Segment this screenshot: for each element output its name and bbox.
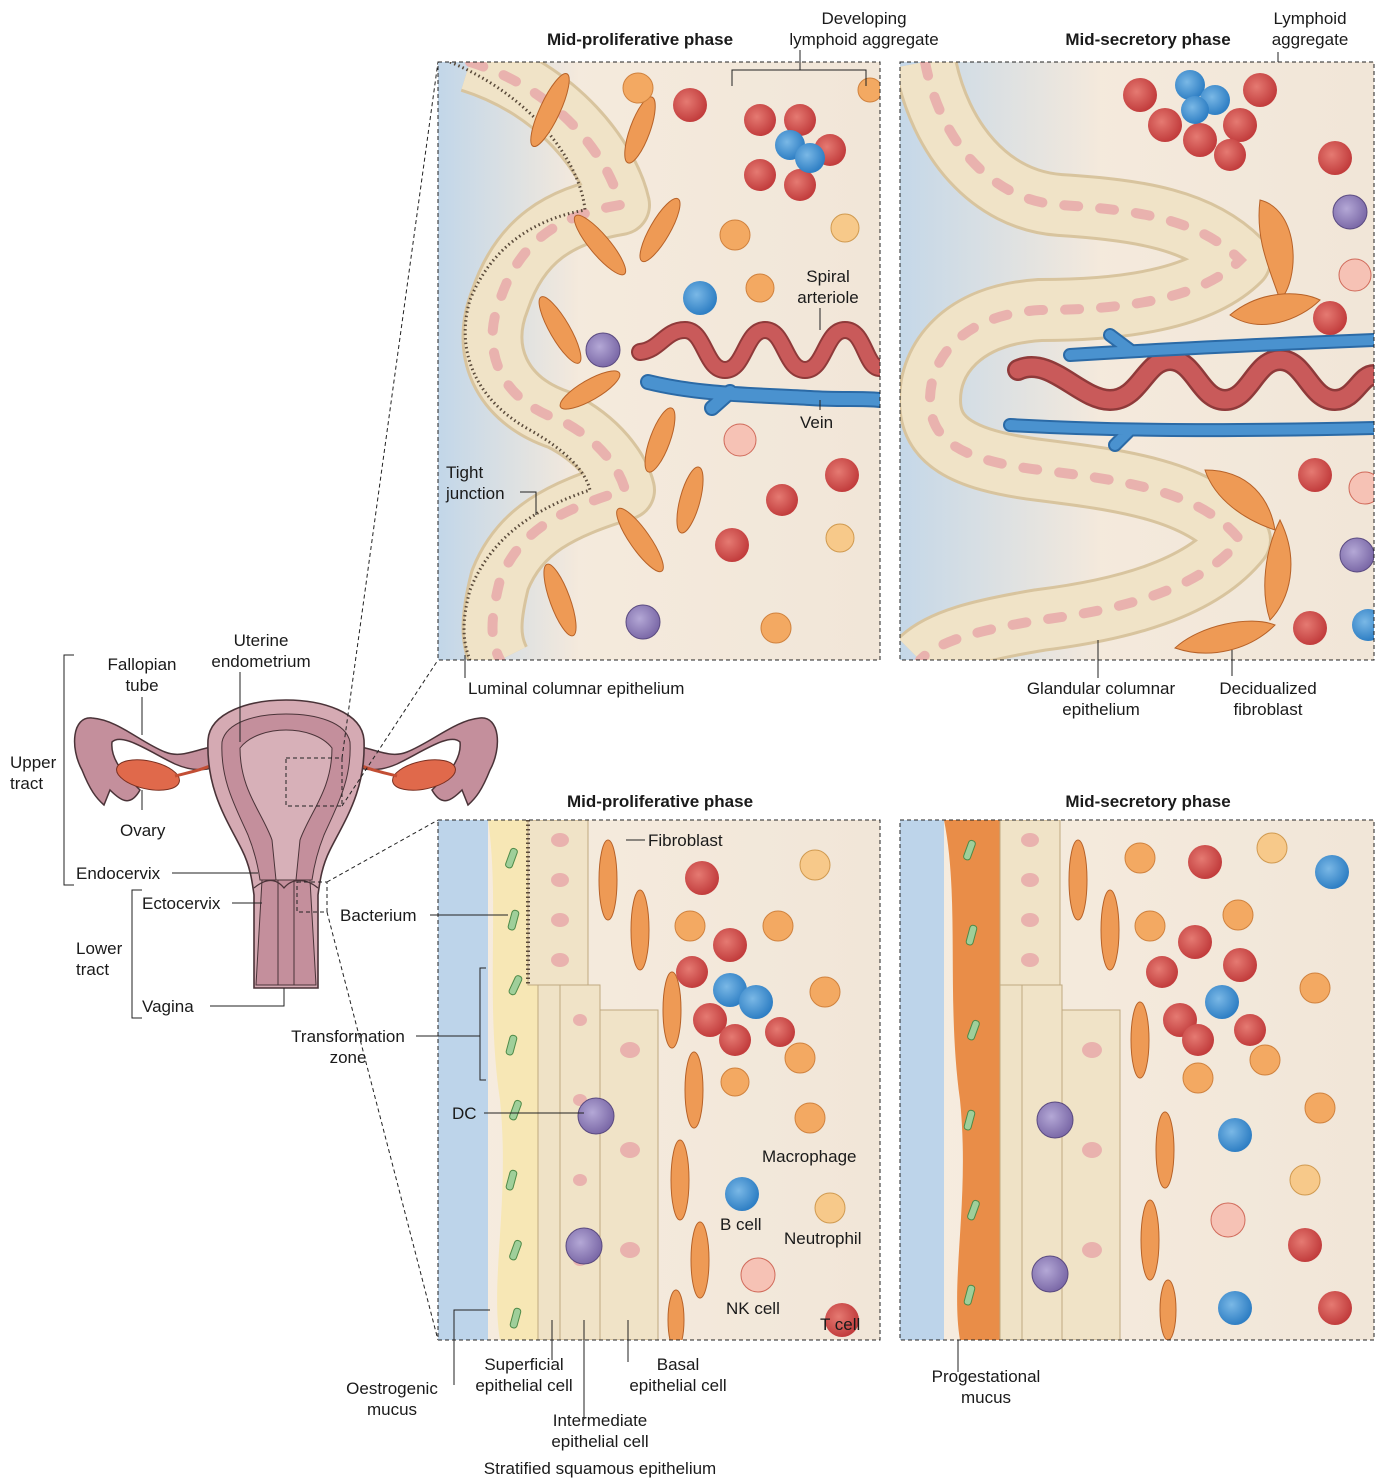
nk-cell-a <box>724 424 756 456</box>
upper-tract-bracket <box>64 655 74 885</box>
label-uterine-endometrium: Uterine endometrium <box>196 630 326 672</box>
nk-cell-d <box>1211 1203 1245 1237</box>
label-oestrogenic-mucus: Oestrogenic mucus <box>336 1378 448 1420</box>
label-luminal-columnar-epithelium: Luminal columnar epithelium <box>468 678 684 699</box>
label-nk-cell: NK cell <box>726 1298 780 1319</box>
label-fallopian-tube: Fallopian tube <box>96 654 188 696</box>
label-ovary: Ovary <box>120 820 165 841</box>
label-developing-lymphoid-aggregate: Developing lymphoid aggregate <box>764 8 964 50</box>
label-basal-epithelial-cell: Basal epithelial cell <box>610 1354 746 1396</box>
label-intermediate-epithelial-cell: Intermediate epithelial cell <box>532 1410 668 1452</box>
label-b-cell: B cell <box>720 1214 762 1235</box>
label-vagina: Vagina <box>142 996 194 1017</box>
label-ectocervix: Ectocervix <box>142 893 220 914</box>
panel-title-vaginal-proliferative: Mid-proliferative phase <box>540 792 780 812</box>
label-neutrophil: Neutrophil <box>784 1228 862 1249</box>
lower-tract-bracket <box>132 890 142 1018</box>
label-tight-junction: Tight junction <box>446 462 505 504</box>
b-cell-a <box>683 281 717 315</box>
label-endocervix: Endocervix <box>76 863 160 884</box>
panel-vaginal-secretory <box>900 820 1374 1340</box>
label-decidualized-fibroblast: Decidualized fibroblast <box>1200 678 1336 720</box>
panel-uterine-secretory <box>900 62 1384 660</box>
label-spiral-arteriole: Spiral arteriole <box>770 266 886 308</box>
label-upper-tract: Upper tract <box>10 752 56 794</box>
nk-cell-c <box>741 1258 775 1292</box>
panel-title-uterine-proliferative: Mid-proliferative phase <box>520 30 760 50</box>
label-bacterium: Bacterium <box>340 905 417 926</box>
label-vein: Vein <box>800 412 833 433</box>
panel-title-uterine-secretory: Mid-secretory phase <box>1028 30 1268 50</box>
reproductive-tract-illustration <box>64 62 497 1340</box>
label-macrophage: Macrophage <box>762 1146 857 1167</box>
label-superficial-epithelial-cell: Superficial epithelial cell <box>460 1354 588 1396</box>
panel-uterine-proliferative <box>438 62 882 660</box>
label-progestational-mucus: Progestational mucus <box>916 1366 1056 1408</box>
label-glandular-columnar-epithelium: Glandular columnar epithelium <box>1006 678 1196 720</box>
label-stratified-squamous-epithelium: Stratified squamous epithelium <box>450 1458 750 1479</box>
label-lower-tract: Lower tract <box>76 938 122 980</box>
label-dc: DC <box>452 1103 477 1124</box>
panel-vaginal-proliferative <box>438 820 880 1350</box>
panel-title-vaginal-secretory: Mid-secretory phase <box>1028 792 1268 812</box>
label-lymphoid-aggregate: Lymphoid aggregate <box>1258 8 1362 50</box>
label-transformation-zone: Transformation zone <box>280 1026 416 1068</box>
label-fibroblast: Fibroblast <box>648 830 723 851</box>
label-t-cell: T cell <box>820 1314 860 1335</box>
